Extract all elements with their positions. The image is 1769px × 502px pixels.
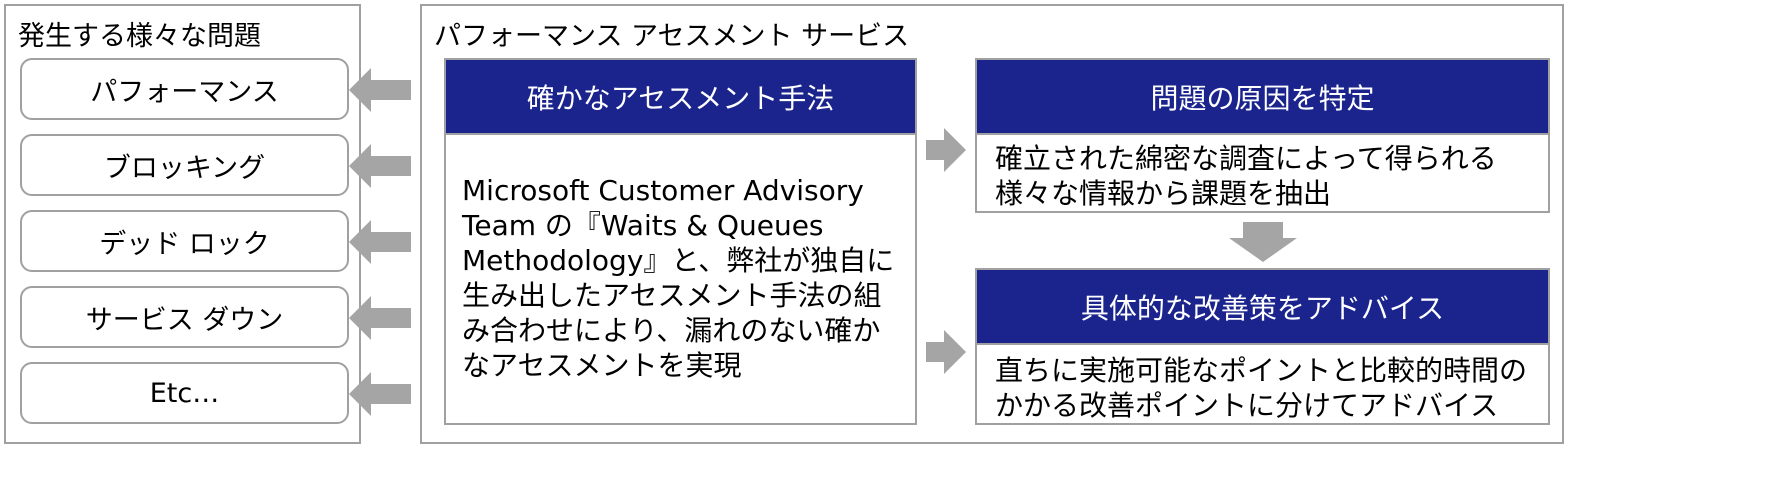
arrow-left-icon [349,144,411,188]
problem-item: Etc… [20,362,349,424]
arrow-left-icon [349,220,411,264]
problem-item: ブロッキング [20,134,349,196]
problem-item: パフォーマンス [20,58,349,120]
service-title: パフォーマンス アセスメント サービス [434,21,910,52]
cause-header: 問題の原因を特定 [975,58,1550,135]
problem-item: サービス ダウン [20,286,349,348]
cause-body: 確立された綿密な調査によって得られる様々な情報から課題を抽出 [975,135,1550,213]
arrow-down-icon [1229,222,1297,262]
method-body: Microsoft Customer Advisory Team の『Waits… [444,135,917,425]
arrow-left-icon [349,296,411,340]
problems-title: 発生する様々な問題 [18,21,261,52]
arrow-right-icon [926,128,966,172]
method-header: 確かなアセスメント手法 [444,58,917,135]
arrow-left-icon [349,372,411,416]
arrow-left-icon [349,68,411,112]
advice-body: 直ちに実施可能なポイントと比較的時間のかかる改善ポイントに分けてアドバイス [975,345,1550,425]
arrow-right-icon [926,330,966,374]
advice-header: 具体的な改善策をアドバイス [975,268,1550,345]
problem-item: デッド ロック [20,210,349,272]
